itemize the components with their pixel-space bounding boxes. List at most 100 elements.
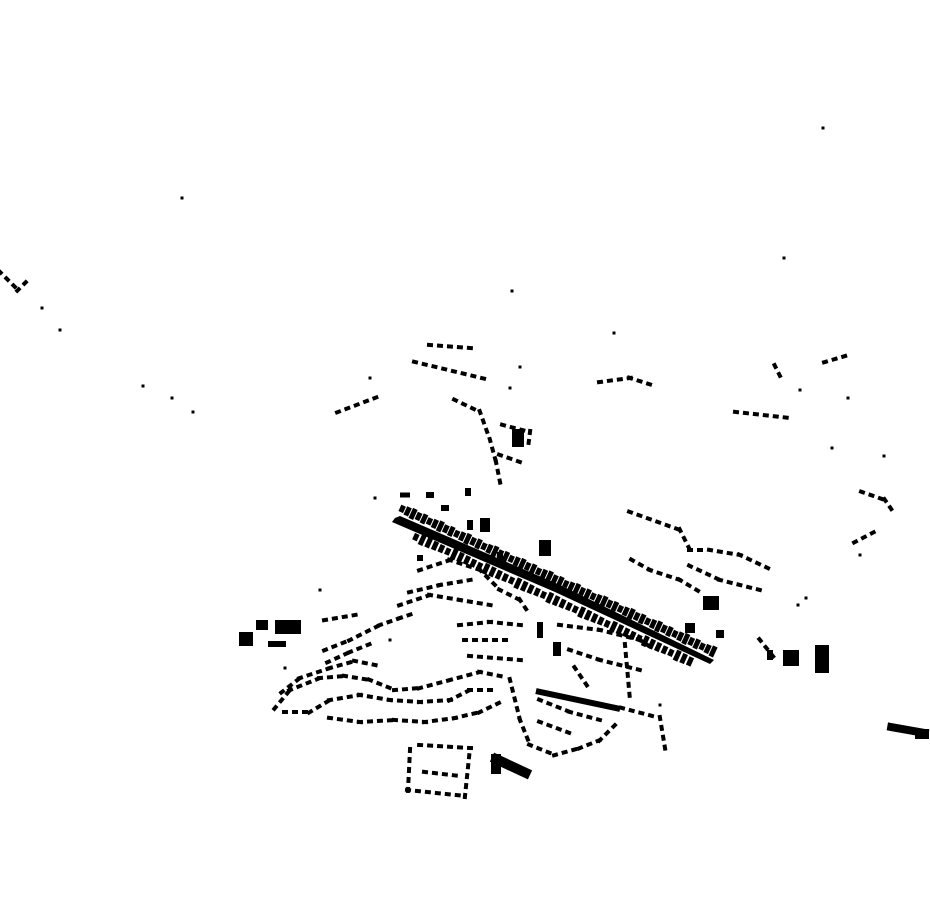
building [551, 595, 561, 607]
building [693, 587, 701, 594]
building [622, 641, 628, 649]
building [463, 782, 469, 790]
building [391, 717, 399, 723]
building [21, 279, 29, 287]
building [466, 745, 474, 751]
building [315, 668, 323, 675]
building [490, 580, 498, 588]
building [14, 286, 22, 294]
building [622, 627, 631, 638]
building [362, 398, 370, 405]
building [469, 405, 477, 412]
building [314, 703, 323, 711]
building [497, 552, 503, 560]
building [583, 588, 592, 600]
building [356, 719, 364, 725]
building [627, 691, 632, 698]
building [10, 282, 18, 290]
building [464, 772, 470, 780]
building [698, 642, 706, 651]
building [539, 540, 551, 556]
building [508, 386, 512, 390]
building [486, 671, 494, 677]
building [400, 492, 410, 498]
building [401, 686, 409, 692]
building [603, 729, 611, 737]
building [505, 455, 513, 462]
building [687, 548, 693, 552]
building [341, 614, 349, 620]
building [767, 650, 773, 660]
building [424, 789, 432, 795]
building [476, 669, 484, 675]
building [558, 598, 567, 609]
building [336, 716, 344, 722]
building [421, 719, 429, 725]
building [603, 619, 611, 629]
building [454, 792, 461, 798]
building [527, 428, 533, 436]
building [535, 688, 621, 712]
building [782, 415, 789, 420]
building [436, 343, 444, 348]
building [437, 543, 446, 554]
building [436, 744, 444, 749]
building [415, 595, 423, 602]
building [681, 632, 691, 646]
building [776, 371, 783, 379]
building [431, 364, 438, 370]
building [481, 562, 491, 575]
building [851, 538, 859, 546]
building [306, 671, 313, 678]
building [660, 734, 666, 742]
building [465, 762, 471, 770]
building [471, 710, 478, 716]
building [676, 526, 684, 534]
building [466, 345, 474, 351]
building [268, 641, 286, 647]
buildings-layer [0, 126, 930, 800]
building [536, 719, 544, 725]
building [480, 417, 487, 425]
building [480, 542, 488, 551]
building [477, 688, 483, 692]
building [426, 592, 434, 598]
building [485, 704, 493, 711]
building [407, 756, 412, 764]
building [296, 675, 304, 681]
building [343, 405, 351, 412]
building [476, 708, 484, 716]
building [493, 458, 499, 466]
building [506, 656, 514, 662]
building [660, 624, 668, 634]
building [456, 745, 464, 750]
building [671, 629, 679, 639]
building [421, 361, 429, 367]
building [623, 651, 629, 659]
building [330, 643, 338, 650]
building [346, 694, 354, 700]
building [647, 638, 657, 650]
building [487, 436, 493, 444]
building [502, 638, 508, 642]
building [585, 653, 593, 660]
building [506, 621, 514, 627]
building [465, 488, 471, 496]
building [692, 638, 702, 650]
building [507, 554, 515, 564]
building [180, 196, 184, 200]
building [351, 658, 359, 664]
building [882, 454, 886, 458]
building [561, 749, 569, 756]
building [58, 328, 62, 332]
building [466, 653, 474, 659]
building [376, 622, 384, 628]
building [371, 662, 378, 668]
building [366, 694, 374, 700]
building [612, 331, 616, 335]
building [396, 602, 404, 608]
building [507, 676, 513, 684]
building [496, 452, 504, 458]
building [451, 773, 459, 778]
